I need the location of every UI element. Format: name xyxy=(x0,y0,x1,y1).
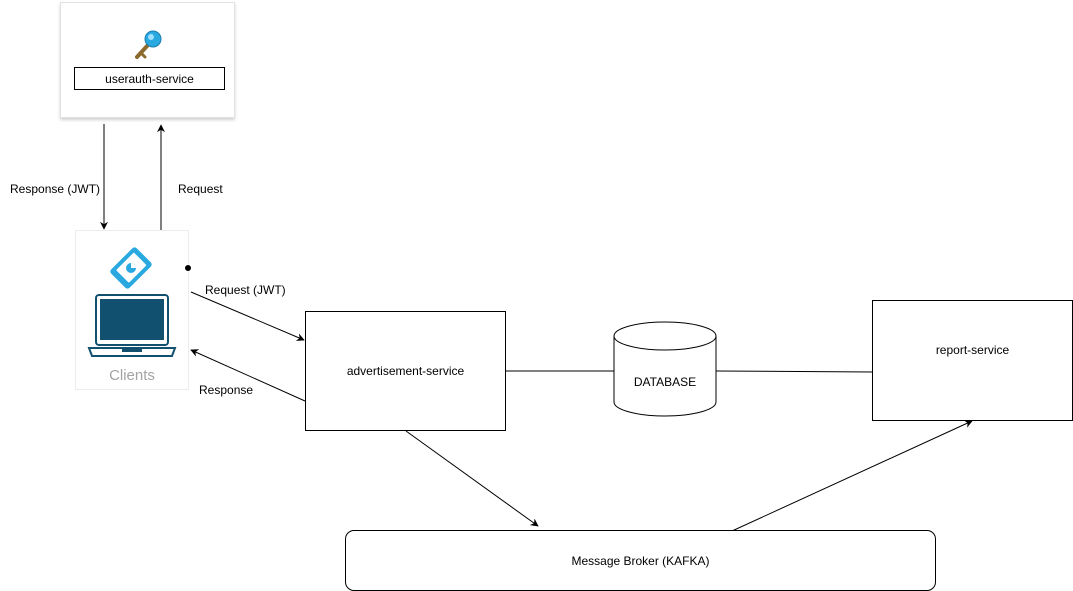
edge-label-request-jwt: Request (JWT) xyxy=(205,283,286,297)
userauth-service-label: userauth-service xyxy=(74,67,225,90)
connection-point xyxy=(185,265,191,271)
edge-db-report[interactable] xyxy=(715,370,873,373)
clients-label: Clients xyxy=(109,367,155,384)
edge-broker-report[interactable] xyxy=(731,420,973,532)
advertisement-service-box[interactable]: advertisement-service xyxy=(305,311,506,431)
report-service-label: report-service xyxy=(935,342,1010,357)
message-broker-label: Message Broker (KAFKA) xyxy=(571,553,710,568)
database-label: DATABASE xyxy=(633,375,697,389)
database-cylinder[interactable] xyxy=(613,321,717,417)
edge-adv-request[interactable] xyxy=(190,291,305,341)
key-icon xyxy=(135,30,162,59)
edge-label-response: Response xyxy=(199,383,254,397)
advertisement-service-label: advertisement-service xyxy=(346,364,465,378)
message-broker-box[interactable]: Message Broker (KAFKA) xyxy=(345,530,936,591)
edge-label-response-jwt: Response (JWT) xyxy=(10,182,101,196)
edge-adv-response[interactable] xyxy=(190,349,306,402)
userauth-service-card[interactable] xyxy=(60,2,235,118)
edge-label-request: Request xyxy=(178,182,223,196)
edge-adv-broker[interactable] xyxy=(405,430,539,527)
tablet-icon xyxy=(110,247,152,289)
report-service-box[interactable]: report-service xyxy=(872,300,1073,421)
laptop-icon xyxy=(87,294,177,357)
